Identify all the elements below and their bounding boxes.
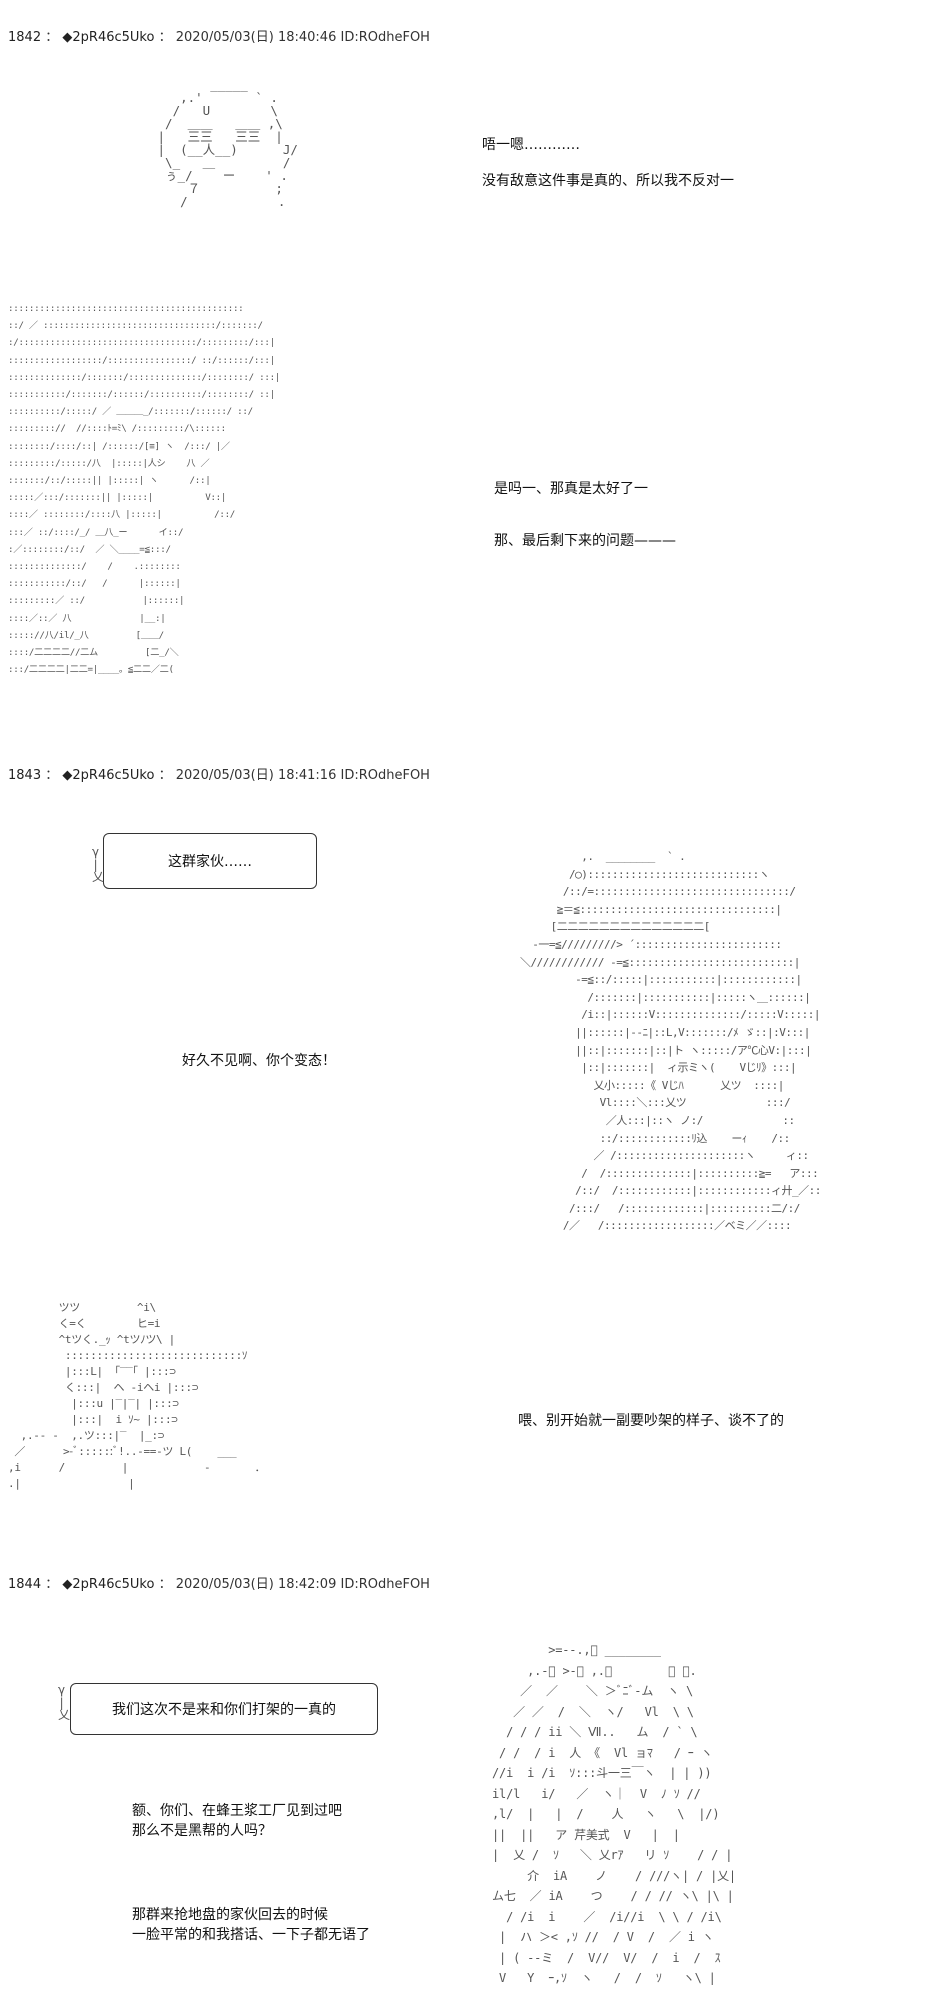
ascii-art-crab: ツツ ^i\ く=く ヒ=i ^tツく._ｯ ^tツﾉツ\ | ::::::::… [8,1301,266,1490]
dialogue-line: 额、你们、在蜂王浆工厂见到过吧 [132,1803,342,1819]
dialogue-line: 一脸平常的和我搭话、一下子都无语了 [132,1927,370,1943]
post-id[interactable]: ID:ROdheFOH [340,1577,430,1592]
post-id[interactable]: ID:ROdheFOH [340,768,430,783]
post-id[interactable]: ID:ROdheFOH [340,30,430,45]
separator: ： [45,1577,59,1592]
post-number[interactable]: 1843 [8,768,42,783]
speech-bubble: 我们这次不是来和你们打架的一真的 [70,1683,378,1735]
dialogue-line: 唔一嗯………… [482,137,580,153]
speech-bubble: 这群家伙…… [103,833,317,889]
post-header: 1844 ： ◆2pR46c5Uko ： 2020/05/03(日) 18:42… [8,1573,430,1592]
post-header: 1842 ： ◆2pR46c5Uko ： 2020/05/03(日) 18:40… [8,26,430,45]
speech-bubble-tail: γ | 乂 [92,845,105,885]
separator: ： [158,1577,172,1592]
post-trip: ◆2pR46c5Uko [62,768,155,783]
dialogue-line: 那群来抢地盘的家伙回去的时候 [132,1907,328,1923]
post-trip: ◆2pR46c5Uko [62,30,155,45]
dialogue-line: 喂、别开始就一副要吵架的样子、谈不了的 [518,1413,784,1429]
speech-bubble-text: 这群家伙…… [168,854,252,870]
speech-bubble-tail: γ | 乂 [58,1683,71,1723]
post-trip: ◆2pR46c5Uko [62,1577,155,1592]
post-header: 1843 ： ◆2pR46c5Uko ： 2020/05/03(日) 18:41… [8,764,430,783]
ascii-art-lizard: ,. ________ ` . /◯):::::::::::::::::::::… [520,850,821,1233]
post-number[interactable]: 1844 [8,1577,42,1592]
separator: ： [45,768,59,783]
ascii-art-crowd: >=--.,ﾞ ________ ,.-ﾞ >-ﾞ ,.ﾞ ｀ ﾞ. ／ ／ ＼… [492,1643,736,1985]
post-date: 2020/05/03(日) 18:42:09 [175,1577,337,1592]
dialogue-line: 那、最后剩下来的问题——— [494,533,676,549]
dialogue-line: 好久不见啊、你个变态！ [182,1053,336,1069]
separator: ： [45,30,59,45]
post-date: 2020/05/03(日) 18:40:46 [175,30,337,45]
separator: ： [158,768,172,783]
separator: ： [158,30,172,45]
post-date: 2020/05/03(日) 18:41:16 [175,768,337,783]
ascii-art-face: _____ ,.' ` . / U \ / ＿＿ ＿＿ ,\ | 三三 三三 |… [157,77,298,209]
dialogue-line: 那么不是黑帮的人吗？ [132,1823,272,1839]
dialogue-line: 是吗一、那真是太好了一 [494,481,648,497]
ascii-art-hooded-figure: ::::::::::::::::::::::::::::::::::::::::… [8,303,281,676]
speech-bubble-text: 我们这次不是来和你们打架的一真的 [112,1702,336,1718]
dialogue-line: 没有敌意这件事是真的、所以我不反对一 [482,173,734,189]
post-number[interactable]: 1842 [8,30,42,45]
